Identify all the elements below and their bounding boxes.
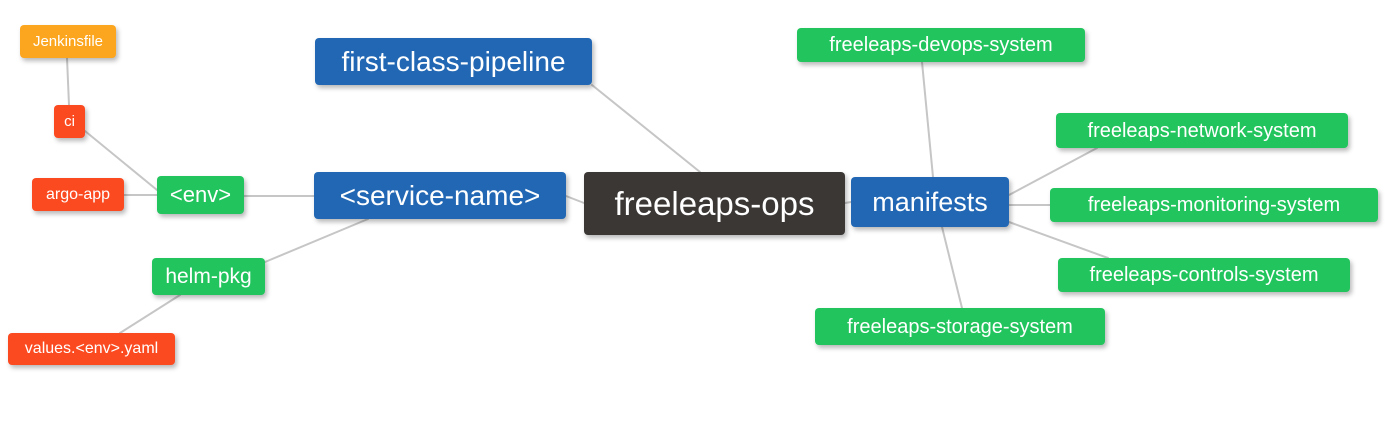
- mindmap-node-manifests[interactable]: manifests: [851, 177, 1009, 227]
- mindmap-node-argo-app[interactable]: argo-app: [32, 178, 124, 211]
- mindmap-node-label-freeleaps-ops: freeleaps-ops: [614, 185, 815, 222]
- mindmap-node-service-name[interactable]: <service-name>: [314, 172, 566, 219]
- edge-ci-to-jenkinsfile: [66, 57, 70, 106]
- mindmap-node-label-jenkinsfile: Jenkinsfile: [32, 33, 104, 50]
- mindmap-node-freeleaps-storage-system[interactable]: freeleaps-storage-system: [815, 308, 1105, 345]
- mindmap-node-label-values-yaml: values.<env>.yaml: [24, 340, 159, 357]
- mindmap-node-label-freeleaps-monitoring-system: freeleaps-monitoring-system: [1087, 194, 1341, 216]
- mindmap-node-label-freeleaps-storage-system: freeleaps-storage-system: [847, 315, 1073, 338]
- mindmap-node-freeleaps-devops-system[interactable]: freeleaps-devops-system: [797, 28, 1085, 62]
- mindmap-node-env[interactable]: <env>: [157, 176, 244, 214]
- mindmap-node-label-env: <env>: [169, 182, 232, 207]
- mindmap-node-values-yaml[interactable]: values.<env>.yaml: [8, 333, 175, 365]
- mindmap-node-freeleaps-controls-system[interactable]: freeleaps-controls-system: [1058, 258, 1350, 292]
- mindmap-node-label-first-class-pipeline: first-class-pipeline: [341, 45, 566, 77]
- mindmap-node-label-freeleaps-controls-system: freeleaps-controls-system: [1089, 264, 1319, 286]
- mindmap-node-label-freeleaps-network-system: freeleaps-network-system: [1087, 119, 1317, 142]
- mindmap-node-helm-pkg[interactable]: helm-pkg: [152, 258, 265, 295]
- edge-helm-pkg-to-values-yaml: [119, 294, 181, 334]
- mindmap-node-first-class-pipeline[interactable]: first-class-pipeline: [315, 38, 592, 85]
- edge-manifests-to-freeleaps-controls-system: [1008, 221, 1109, 259]
- edge-manifests-to-freeleaps-storage-system: [941, 226, 963, 309]
- edge-service-name-to-helm-pkg: [264, 218, 369, 263]
- mindmap-node-label-freeleaps-devops-system: freeleaps-devops-system: [829, 34, 1053, 56]
- mindmap-node-label-ci: ci: [64, 113, 75, 130]
- mindmap-node-label-argo-app: argo-app: [45, 185, 111, 203]
- mindmap-node-ci[interactable]: ci: [54, 105, 85, 138]
- mindmap-node-freeleaps-network-system[interactable]: freeleaps-network-system: [1056, 113, 1348, 148]
- edge-freeleaps-ops-to-service-name: [565, 195, 585, 204]
- edge-manifests-to-freeleaps-devops-system: [921, 61, 934, 178]
- mindmap-node-label-manifests: manifests: [872, 186, 988, 217]
- mindmap-node-jenkinsfile[interactable]: Jenkinsfile: [20, 25, 116, 58]
- mindmap-node-freeleaps-monitoring-system[interactable]: freeleaps-monitoring-system: [1050, 188, 1378, 222]
- mindmap-node-label-service-name: <service-name>: [339, 179, 541, 211]
- edge-service-name-to-first-class-pipeline: [591, 84, 701, 173]
- mindmap-node-freeleaps-ops[interactable]: freeleaps-ops: [584, 172, 845, 235]
- mindmap-node-label-helm-pkg: helm-pkg: [165, 265, 252, 288]
